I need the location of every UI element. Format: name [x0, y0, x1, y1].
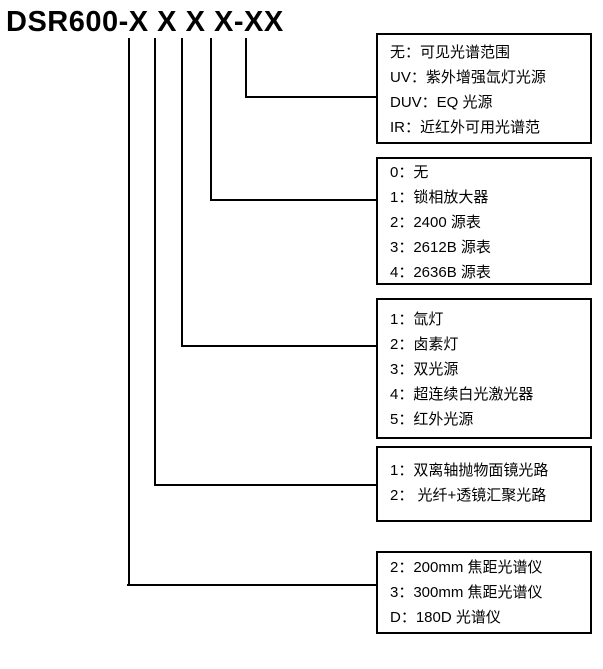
option-optical-path-2: 2： 光纤+透镜汇聚光路: [390, 487, 547, 504]
option-light-source-1: 1：氙灯: [390, 311, 444, 328]
connector-x1-vertical: [128, 38, 130, 586]
option-spectral-range-uv: UV：紫外增强氙灯光源: [390, 69, 546, 86]
connector-xx-vertical: [245, 38, 247, 98]
option-source-meter-4: 4：2636B 源表: [390, 264, 491, 281]
option-source-meter-1: 1：锁相放大器: [390, 189, 489, 206]
connector-spectral-range-horizontal: [245, 96, 376, 98]
connector-optical-path-horizontal: [154, 484, 376, 486]
option-optical-path-1: 1：双离轴抛物面镜光路: [390, 462, 549, 479]
option-spectral-range-none: 无：可见光谱范围: [390, 44, 511, 61]
option-source-meter-3: 3：2612B 源表: [390, 239, 491, 256]
option-spectrometer-3: 3：300mm 焦距光谱仪: [390, 584, 543, 601]
connector-x2-vertical: [154, 38, 156, 486]
connector-light-source-horizontal: [181, 345, 376, 347]
connector-x4-vertical: [210, 38, 212, 201]
option-light-source-3: 3：双光源: [390, 361, 459, 378]
box-light-source: 1：氙灯 2：卤素灯 3：双光源 4：超连续白光激光器 5：红外光源: [376, 298, 592, 439]
option-source-meter-2: 2：2400 源表: [390, 214, 481, 231]
option-source-meter-0: 0：无: [390, 164, 429, 181]
option-light-source-4: 4：超连续白光激光器: [390, 386, 534, 403]
model-number-title: DSR600-X X X X-XX: [6, 6, 284, 38]
option-spectrometer-d: D：180D 光谱仪: [390, 609, 501, 626]
option-light-source-5: 5：红外光源: [390, 411, 474, 428]
option-spectral-range-duv: DUV：EQ 光源: [390, 94, 493, 111]
box-spectrometer: 2：200mm 焦距光谱仪 3：300mm 焦距光谱仪 D：180D 光谱仪: [376, 551, 592, 634]
connector-source-meter-horizontal: [210, 199, 376, 201]
box-optical-path: 1：双离轴抛物面镜光路 2： 光纤+透镜汇聚光路: [376, 446, 592, 522]
option-spectrometer-2: 2：200mm 焦距光谱仪: [390, 559, 543, 576]
box-spectral-range: 无：可见光谱范围 UV：紫外增强氙灯光源 DUV：EQ 光源 IR：近红外可用光…: [376, 33, 592, 144]
option-light-source-2: 2：卤素灯: [390, 336, 459, 353]
connector-x3-vertical: [181, 38, 183, 347]
option-spectral-range-ir: IR：近红外可用光谱范: [390, 119, 541, 136]
box-source-meter: 0：无 1：锁相放大器 2：2400 源表 3：2612B 源表 4：2636B…: [376, 157, 592, 285]
connector-spectrometer-horizontal: [127, 584, 376, 586]
